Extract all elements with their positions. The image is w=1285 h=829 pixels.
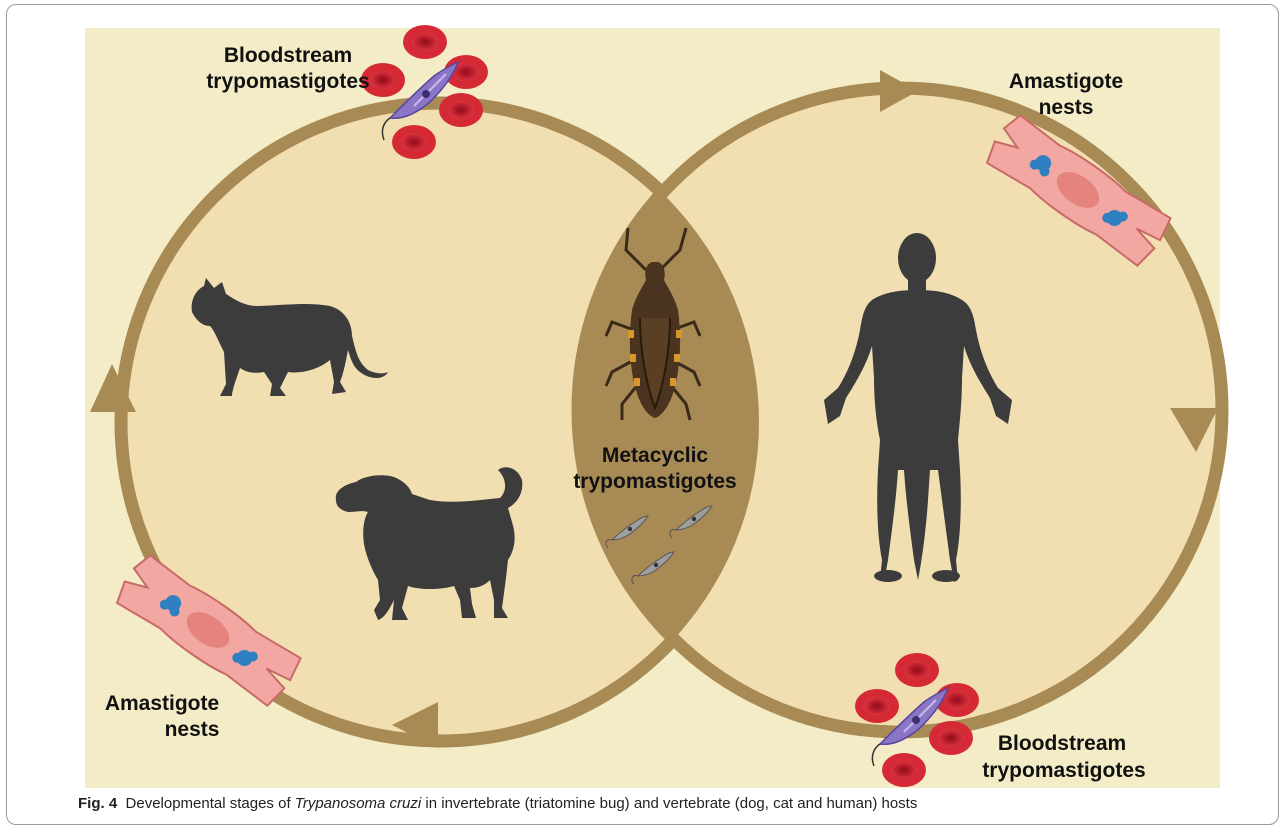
red-blood-cell-icon [929, 721, 973, 755]
red-blood-cell-icon [403, 25, 447, 59]
label-metacyclic-2: trypomastigotes [573, 470, 736, 493]
label-bloodstream-top-1: Bloodstream [224, 44, 352, 67]
caption-text-before: Developmental stages of [126, 795, 291, 812]
red-blood-cell-icon [855, 689, 899, 723]
caption-species: Trypanosoma cruzi [295, 795, 421, 812]
red-blood-cell-icon [439, 93, 483, 127]
label-amastigote-top-2: nests [1039, 96, 1094, 119]
label-amastigote-top-1: Amastigote [1009, 70, 1123, 93]
figure-number: Fig. 4 [78, 795, 117, 812]
label-bloodstream-top-2: trypomastigotes [206, 70, 369, 93]
label-amastigote-bottom-1: Amastigote [105, 692, 219, 715]
red-blood-cell-icon [895, 653, 939, 687]
red-blood-cell-icon [882, 753, 926, 787]
label-metacyclic-1: Metacyclic [602, 444, 709, 467]
caption-text-after: in invertebrate (triatomine bug) and ver… [425, 795, 917, 812]
red-blood-cell-icon [392, 125, 436, 159]
figure-caption: Fig. 4 Developmental stages of Trypanoso… [78, 795, 917, 812]
label-bloodstream-bottom-1: Bloodstream [998, 732, 1126, 755]
label-bloodstream-bottom-2: trypomastigotes [982, 759, 1145, 782]
label-amastigote-bottom-2: nests [165, 718, 220, 741]
